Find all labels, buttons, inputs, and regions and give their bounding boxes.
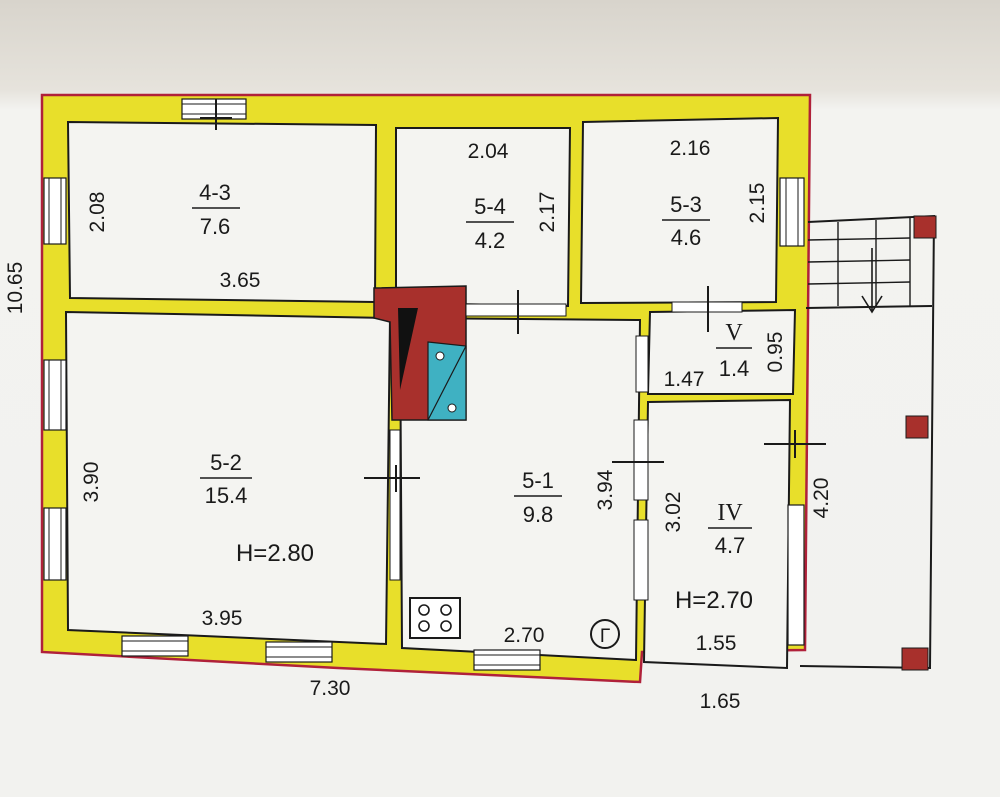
room-5-1-id: 5-1 bbox=[522, 468, 554, 493]
room-5-3-height: 2.15 bbox=[746, 183, 769, 224]
staircase-icon bbox=[807, 218, 911, 306]
room-4-3-area: 7.6 bbox=[200, 214, 231, 239]
room-5-3-floor bbox=[579, 116, 780, 305]
room-V-width: 1.47 bbox=[664, 368, 705, 391]
room-4-3-width: 3.65 bbox=[220, 269, 261, 292]
stair-arrow-icon bbox=[861, 248, 883, 314]
room-IV-height: 3.02 bbox=[662, 492, 685, 533]
room-5-2-height: 3.90 bbox=[80, 462, 103, 503]
gas-symbol-label: Г bbox=[600, 626, 610, 647]
room-5-1-height: 3.94 bbox=[594, 469, 617, 510]
annex-width: 1.65 bbox=[700, 690, 741, 713]
room-IV-id: IV bbox=[717, 500, 743, 526]
room-V-height: 0.95 bbox=[764, 332, 787, 373]
overall-depth: 10.65 bbox=[4, 262, 27, 315]
room-IV-width: 1.55 bbox=[696, 632, 737, 655]
room-5-3-id: 5-3 bbox=[670, 192, 702, 217]
overall-length: 7.30 bbox=[310, 677, 351, 700]
room-5-4-floor bbox=[395, 127, 572, 308]
room-5-1-width: 2.70 bbox=[504, 624, 545, 647]
ceiling-height-annex: H=2.70 bbox=[675, 587, 753, 614]
room-5-3-area: 4.6 bbox=[671, 225, 702, 250]
room-5-1-area: 9.8 bbox=[523, 502, 554, 527]
room-5-2-id: 5-2 bbox=[210, 450, 242, 475]
room-V-area: 1.4 bbox=[719, 356, 750, 381]
door-marks bbox=[200, 99, 826, 492]
room-4-3-id: 4-3 bbox=[199, 180, 231, 205]
room-5-4-width: 2.04 bbox=[468, 140, 509, 163]
room-5-2-area: 15.4 bbox=[205, 483, 248, 508]
room-5-2-width: 3.95 bbox=[202, 607, 243, 630]
room-5-4-area: 4.2 bbox=[475, 228, 506, 253]
room-5-3-width: 2.16 bbox=[670, 137, 711, 160]
room-5-4-height: 2.17 bbox=[536, 192, 559, 233]
room-V-floor bbox=[646, 308, 797, 395]
cooktop-icon bbox=[409, 597, 461, 639]
annex-depth: 4.20 bbox=[810, 478, 833, 519]
stove-icon bbox=[373, 285, 467, 421]
room-4-3-height: 2.08 bbox=[86, 192, 109, 233]
room-IV-area: 4.7 bbox=[715, 533, 746, 558]
gas-symbol bbox=[590, 619, 620, 649]
room-V-id: V bbox=[725, 320, 743, 346]
room-5-4-id: 5-4 bbox=[474, 194, 506, 219]
ceiling-height-main: H=2.80 bbox=[236, 540, 314, 567]
